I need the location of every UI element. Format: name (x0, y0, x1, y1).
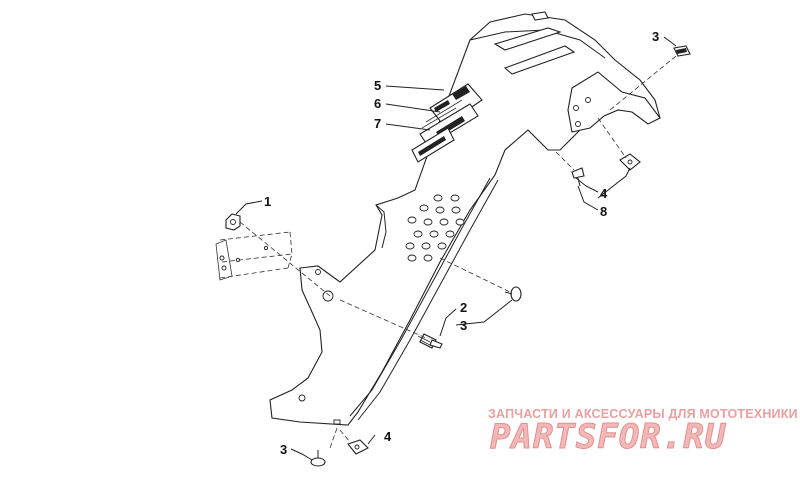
watermark-tagline: ЗАПЧАСТИ И АКСЕССУАРЫ ДЛЯ МОТОТЕХНИКИ (488, 407, 798, 421)
bracket-hole-1 (573, 105, 579, 111)
callout-3-mid: 3 (460, 318, 467, 333)
push-rivet-item-3-top (673, 45, 691, 57)
fender-top-slot-1 (493, 27, 562, 51)
fender-side-tab (375, 204, 387, 249)
callout-8: 8 (600, 204, 607, 219)
callout-6: 6 (374, 96, 381, 111)
watermark: ЗАПЧАСТИ И АКСЕССУАРЫ ДЛЯ МОТОТЕХНИКИ PA… (488, 407, 798, 458)
mount-hole-side (315, 269, 321, 275)
fender-assembly (269, 11, 661, 426)
watermark-logo: PARTSFOR.RU (490, 417, 727, 457)
leader-lines (235, 36, 677, 461)
bracket-hole-2 (585, 97, 591, 103)
callout-5: 5 (374, 78, 381, 93)
fender-top-slot-2 (503, 45, 576, 75)
callout-1: 1 (264, 194, 271, 209)
mount-slot-bottom (333, 419, 341, 425)
speed-nut-item-4-rear (619, 153, 641, 171)
callout-4-rear: 4 (600, 186, 608, 201)
callout-labels: 1 2 3 3 3 4 4 5 6 7 8 (264, 29, 659, 457)
alignment-lines (239, 55, 677, 449)
warning-decals (411, 83, 483, 163)
push-rivet-item-3-bottom (310, 450, 326, 467)
frame-bracket (215, 231, 293, 281)
push-rivet-item-3-mid (504, 286, 522, 302)
vent-hole-grid (405, 194, 465, 262)
speed-nut-item-4-bottom (347, 439, 369, 455)
callout-2: 2 (460, 300, 467, 315)
mount-hole-lower (298, 394, 306, 402)
callout-3-bottom: 3 (280, 442, 287, 457)
bracket-hole-3 (575, 121, 581, 127)
fender-top-slot-3 (531, 11, 549, 21)
fender-rib (357, 179, 499, 421)
fender-rear-bracket (567, 71, 661, 133)
fender-rib-inner (349, 177, 491, 417)
hex-nut-item-1 (225, 213, 241, 231)
callout-3-top: 3 (652, 29, 659, 44)
callout-4-bottom: 4 (384, 429, 392, 444)
mount-hole-upper (322, 290, 334, 302)
callout-7: 7 (374, 116, 381, 131)
